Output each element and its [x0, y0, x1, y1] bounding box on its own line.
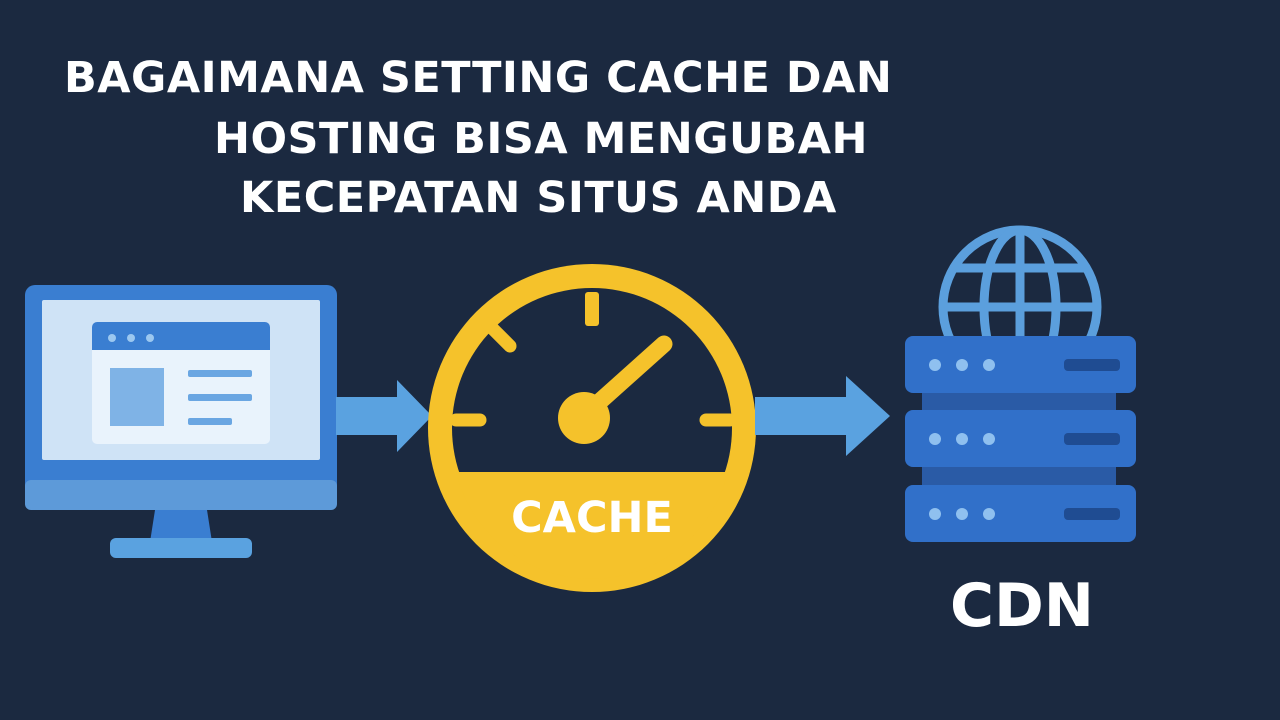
speedometer-icon: CACHE — [428, 264, 756, 592]
title-line-1: BAGAIMANA SETTING CACHE DAN — [64, 53, 893, 103]
server-unit — [905, 336, 1136, 393]
monitor-icon — [25, 285, 337, 558]
cache-label: CACHE — [511, 493, 673, 543]
arrow-right-icon — [336, 380, 432, 452]
title-line-3: KECEPATAN SITUS ANDA — [240, 173, 837, 223]
server-unit — [905, 485, 1136, 542]
browser-window-icon — [92, 322, 270, 444]
cdn-label: CDN — [950, 571, 1094, 641]
server-stack-icon — [905, 336, 1136, 542]
title-line-2: HOSTING BISA MENGUBAH — [214, 114, 868, 164]
arrow-right-icon — [755, 376, 890, 456]
server-unit — [905, 410, 1136, 467]
